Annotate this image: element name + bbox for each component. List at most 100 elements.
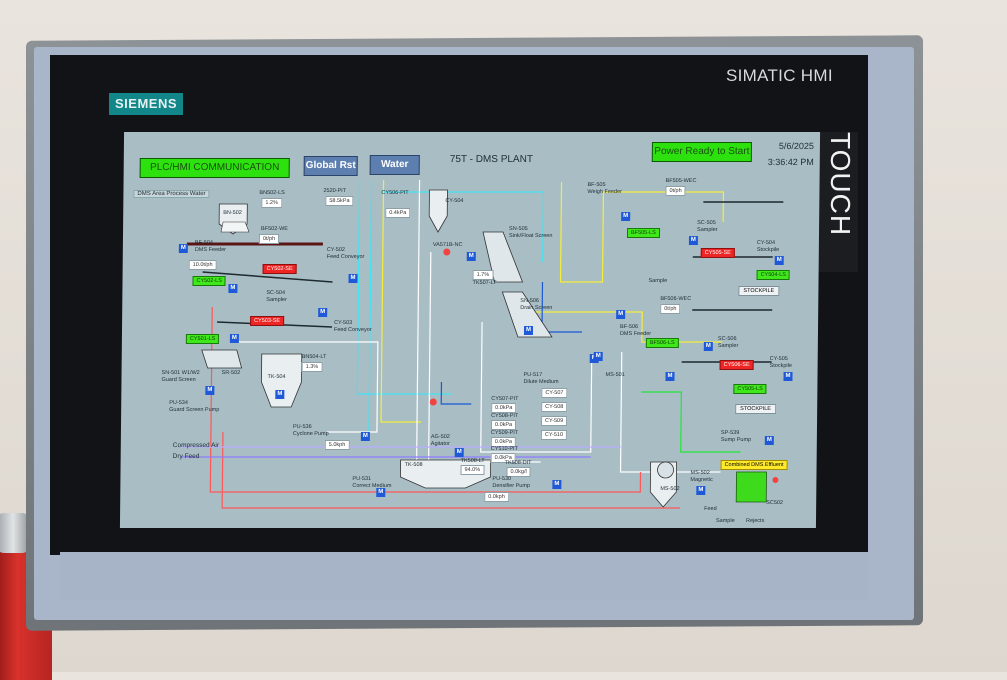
- bn502-ls-label: BN502-LS: [259, 190, 285, 196]
- cy508-pit-label: CY508-PIT: [491, 413, 519, 419]
- model-label: SIMATIC HMI: [726, 66, 833, 85]
- pu531-label: PU-531: [352, 476, 372, 482]
- tk508-lt-value: 94.0%: [460, 465, 485, 475]
- motor-icon[interactable]: M: [688, 236, 698, 245]
- bf504-value: 10.0t/ph: [188, 260, 217, 270]
- cy504-center-label: CY-504: [445, 198, 464, 204]
- cy509-pit-label: CY509-PIT: [490, 430, 519, 436]
- cy503-se-status[interactable]: CY503-SE: [250, 316, 285, 326]
- time: 3:36:42 PM: [767, 157, 814, 167]
- bf505-ls-status[interactable]: BF505-LS: [626, 228, 660, 238]
- sc505-sub: Sampler: [697, 227, 718, 233]
- motor-icon[interactable]: M: [703, 342, 713, 351]
- bottle-lid: [0, 513, 30, 553]
- cy506-pit-label: CY506-PIT: [381, 190, 409, 196]
- bn504-lt-label: BN504-LT: [301, 354, 327, 360]
- motor-icon[interactable]: M: [523, 326, 534, 335]
- cy504-ls-status[interactable]: CY504-LS: [756, 270, 791, 280]
- bn504-lt-value: 1.3%: [301, 362, 323, 372]
- motor-icon[interactable]: M: [228, 284, 238, 293]
- cy505-sub: Stockpile: [769, 363, 792, 369]
- pu517-label: PU-517: [523, 372, 543, 378]
- motor-icon[interactable]: M: [229, 334, 239, 343]
- cyclone-508: CY-508: [541, 402, 568, 412]
- pu530-value: 0.0kph: [484, 492, 509, 502]
- cyclone-510: CY-510: [540, 430, 568, 440]
- motor-icon[interactable]: M: [466, 252, 476, 261]
- sc506-sub: Sampler: [717, 343, 739, 349]
- cy506-se-status[interactable]: CY506-SE: [719, 360, 754, 370]
- sc504-label: SC-504: [266, 290, 286, 296]
- feed-label: Feed: [704, 506, 717, 512]
- sn501-sub: Guard Screen: [161, 377, 196, 383]
- cy502-se-status[interactable]: CY502-SE: [262, 264, 297, 274]
- plc-hmi-communication-status: PLC/HMI COMMUNICATION: [139, 158, 290, 178]
- ms502-label: MS-502: [690, 470, 710, 476]
- global-reset-button[interactable]: Global Rst: [303, 156, 358, 176]
- cy506-pit-value: 0.4kPa: [385, 208, 411, 218]
- ms501-label: MS-501: [605, 372, 625, 378]
- pit-2520-value: 58.5kPa: [325, 196, 354, 206]
- sp539-sub: Sump Pump: [720, 437, 752, 443]
- motor-icon[interactable]: M: [275, 390, 285, 399]
- area-label: DMS Area Process Water: [133, 190, 210, 198]
- tk508-label: TK-508: [404, 462, 423, 468]
- motor-icon[interactable]: M: [764, 436, 774, 445]
- cy504-right-sub: Stockpile: [756, 247, 780, 253]
- bf505-label: BF-505: [587, 182, 606, 188]
- pu534-sub: Guard Screen Pump: [169, 407, 220, 413]
- datetime: 5/6/2025 3:36:42 PM: [768, 138, 814, 170]
- sc502-label: SC502: [766, 500, 784, 506]
- cyclone-509: CY-509: [540, 416, 568, 426]
- pu536-label: PU-536: [292, 424, 312, 430]
- motor-icon[interactable]: M: [178, 244, 188, 253]
- bf506-ls-status[interactable]: BF506-LS: [645, 338, 679, 348]
- sn506-sub: Drain Screen: [520, 305, 553, 311]
- sp539-label: SP-539: [720, 430, 740, 436]
- motor-icon[interactable]: M: [318, 308, 328, 317]
- touch-label: TOUCH: [825, 132, 856, 237]
- cy502-ls-status[interactable]: CY502-LS: [192, 276, 226, 286]
- motor-icon[interactable]: M: [348, 274, 358, 283]
- motor-icon[interactable]: M: [376, 488, 386, 497]
- ms502-sub: Magnetic: [690, 477, 713, 483]
- cy505-se-status[interactable]: CY505-SE: [700, 248, 735, 258]
- cy502-sub: Feed Conveyor: [326, 254, 365, 260]
- motor-icon[interactable]: M: [783, 372, 793, 381]
- power-ready-status: Power Ready to Start: [651, 142, 752, 162]
- motor-icon[interactable]: M: [360, 432, 370, 441]
- bf506-sub: DMS Feeder: [619, 331, 652, 337]
- date: 5/6/2025: [778, 141, 814, 151]
- motor-icon[interactable]: M: [696, 486, 706, 495]
- sample-lower-label: Sample: [715, 518, 735, 524]
- motor-icon[interactable]: M: [205, 386, 215, 395]
- dry-feed-label: Dry Feed: [172, 453, 200, 460]
- water-button[interactable]: Water: [369, 155, 420, 175]
- cy501-ls-status[interactable]: CY501-LS: [185, 334, 220, 344]
- motor-icon[interactable]: M: [665, 372, 675, 381]
- motor-icon[interactable]: M: [616, 310, 626, 319]
- bf505-sub: Weigh Feeder: [587, 189, 622, 195]
- cy507-pit-label: CY507-PIT: [491, 396, 519, 402]
- cy505-ls-status[interactable]: CY505-LS: [733, 384, 767, 394]
- rejects-label: Rejects: [745, 518, 765, 524]
- lt-value: 1.7%: [472, 270, 494, 280]
- motor-icon[interactable]: M: [593, 352, 603, 361]
- stockpile-2: STOCKPILE: [735, 404, 777, 414]
- tk504-label: TK-504: [267, 374, 286, 380]
- motor-icon[interactable]: M: [621, 212, 631, 221]
- motor-icon[interactable]: M: [454, 448, 464, 457]
- sc506-label: SC-506: [717, 336, 737, 342]
- hmi-screen: PLC/HMI COMMUNICATION Global Rst Water 7…: [119, 132, 821, 528]
- bn502-ls-value: 1.2%: [261, 198, 282, 208]
- stockpile-1: STOCKPILE: [738, 286, 780, 296]
- cy505-label: CY-505: [769, 356, 788, 362]
- motor-icon[interactable]: M: [552, 480, 562, 489]
- bf506-wec-value: 0t/ph: [660, 304, 681, 314]
- pu531-sub: Correct Medium: [352, 483, 392, 489]
- motor-icon[interactable]: M: [774, 256, 784, 265]
- bf504-label: BF-504: [194, 240, 213, 246]
- va571b-label: VA571B-NC: [432, 242, 463, 248]
- cy510-pit-label: CY510-PIT: [490, 446, 519, 452]
- cy503-label: CY-503: [334, 320, 353, 326]
